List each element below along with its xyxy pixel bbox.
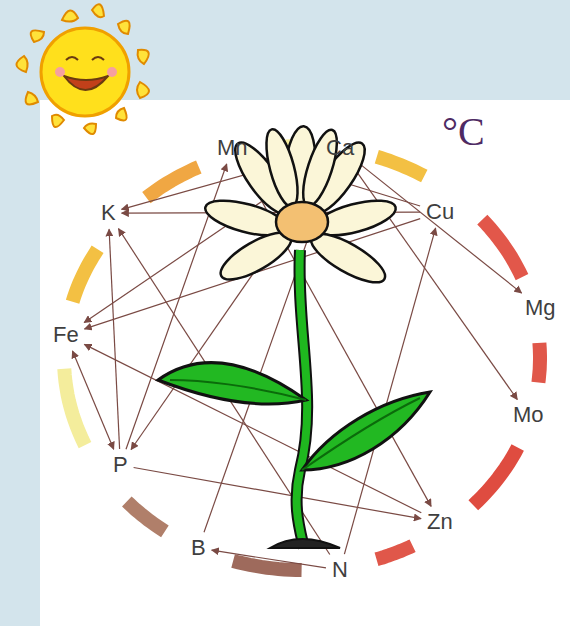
- sun-face: [55, 57, 117, 90]
- temperature-label: °C: [442, 112, 485, 152]
- element-label: B: [188, 535, 209, 561]
- element-symbol: P: [113, 452, 128, 477]
- element-symbol: N: [332, 557, 348, 582]
- element-symbol: Mn: [217, 135, 248, 160]
- ring-segment: [127, 502, 165, 532]
- ring-segment: [482, 220, 522, 277]
- interaction-arrow: [109, 229, 120, 449]
- flower-stem: [158, 250, 430, 548]
- interaction-arrow: [212, 550, 326, 568]
- element-symbol: Cu: [426, 199, 454, 224]
- element-label: P: [110, 452, 131, 478]
- flower-center: [276, 202, 328, 242]
- element-symbol: Zn: [427, 509, 453, 534]
- ring-segment: [377, 157, 425, 176]
- sun: [16, 4, 149, 134]
- element-label: N: [329, 557, 351, 583]
- element-label: Ca: [323, 135, 357, 161]
- element-label: Zn: [424, 509, 456, 535]
- element-label: Mn: [214, 135, 251, 161]
- flower-petals: [202, 125, 399, 291]
- ring-segment: [377, 546, 413, 560]
- interaction-arrow: [85, 219, 421, 329]
- element-symbol: Fe: [53, 322, 79, 347]
- element-label: Mg: [522, 295, 559, 321]
- element-label: Mo: [510, 402, 547, 428]
- ring-segment: [64, 369, 85, 445]
- element-symbol: K: [101, 200, 116, 225]
- element-label: K: [98, 200, 119, 226]
- element-symbol: Mo: [513, 402, 544, 427]
- ring-segment: [473, 448, 517, 506]
- ring-segment: [73, 249, 98, 301]
- interaction-arrow: [73, 351, 114, 449]
- element-label: Fe: [50, 322, 82, 348]
- ring-segment: [146, 167, 198, 198]
- ring-segment: [538, 343, 540, 383]
- interaction-arrow: [134, 468, 421, 519]
- element-symbol: Mg: [525, 295, 556, 320]
- element-symbol: Ca: [326, 135, 354, 160]
- element-label: Cu: [423, 199, 457, 225]
- element-symbol: B: [191, 535, 206, 560]
